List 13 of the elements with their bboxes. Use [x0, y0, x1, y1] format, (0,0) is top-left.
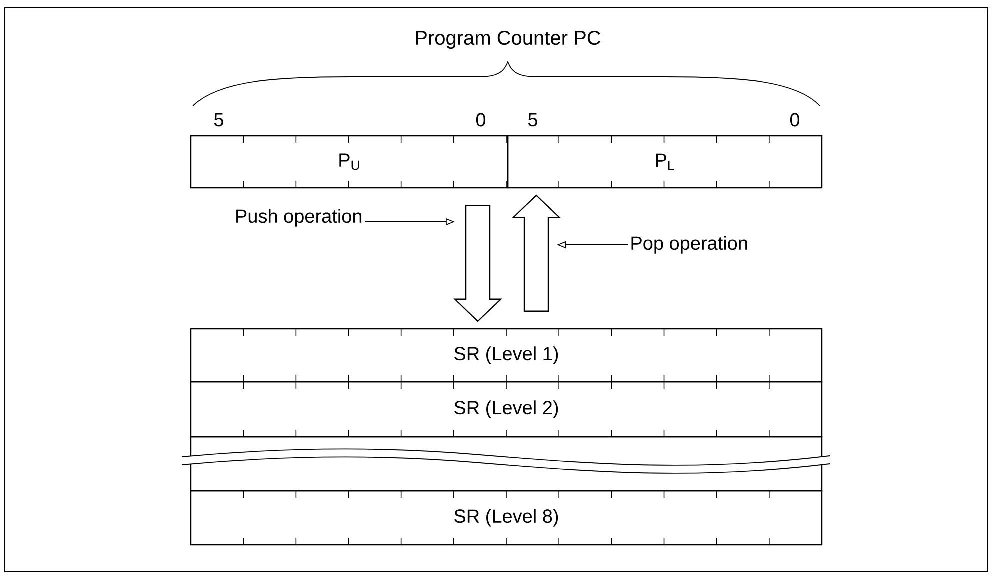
- block-arrow: [454, 205, 502, 322]
- register-box: SR (Level 2): [190, 381, 823, 438]
- title: Program Counter PC: [416, 30, 601, 50]
- register-break-box: [182, 436, 830, 492]
- bit-number: 0: [476, 113, 486, 127]
- register-box: P$_{U}$: [190, 135, 509, 189]
- register-box: SR (Level 8): [190, 490, 823, 546]
- operation-label: Push operation: [236, 209, 362, 227]
- operation-label: Pop operation: [632, 236, 748, 254]
- register-box: SR (Level 1): [190, 328, 823, 383]
- register-box: P$_{L}$: [507, 135, 823, 189]
- block-arrow: [512, 194, 561, 312]
- bit-number: 5: [528, 113, 538, 127]
